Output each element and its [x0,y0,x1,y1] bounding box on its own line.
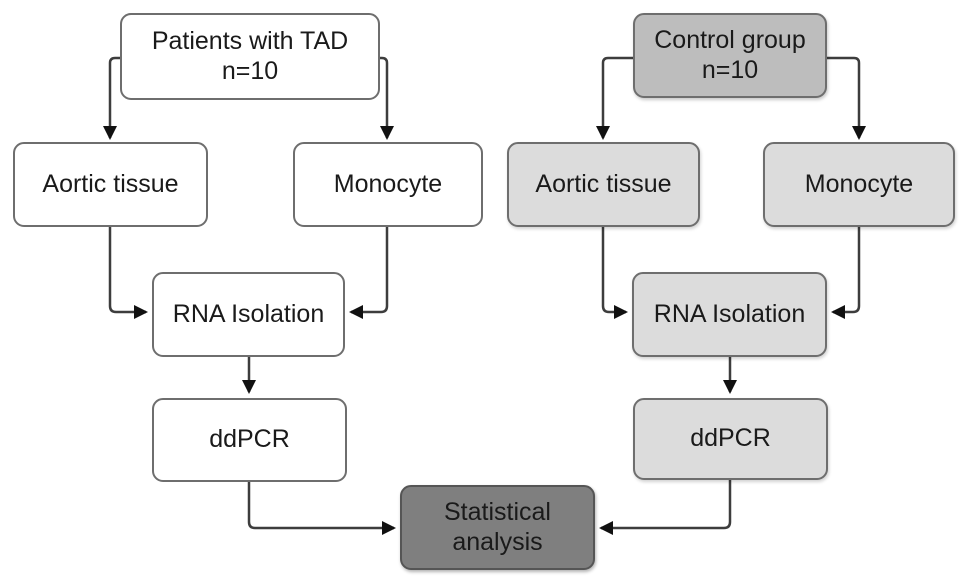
box-label: Monocyte [333,169,443,198]
box-monocyte-control: Monocyte [763,142,955,227]
arrow-ddpcr-to-stat-right [599,479,732,535]
box-label: ddPCR [209,425,290,454]
arrow-tad-to-aortic [103,56,124,140]
box-label: Statistical analysis [444,498,551,556]
arrow-aortic-to-rna-left [108,226,148,319]
box-label: Patients with TAD [151,27,349,55]
arrow-monocyte-to-rna-left [349,226,389,319]
box-rna-isolation-tad: RNA Isolation [152,272,345,357]
box-label: Aortic tissue [42,169,179,198]
box-label: ddPCR [690,424,771,453]
box-control-group: Control group n=10 [633,13,827,98]
box-statistical-analysis: Statistical analysis [400,485,595,570]
box-label: RNA Isolation [172,299,325,328]
arrow-control-to-monocyte [824,56,866,140]
arrow-aortic-to-rna-right [601,226,628,319]
box-label: Aortic tissue [535,169,672,198]
box-rna-isolation-control: RNA Isolation [632,272,827,357]
box-sublabel: n=10 [221,56,279,85]
arrow-ddpcr-to-stat-left [247,481,396,535]
box-sublabel: n=10 [701,55,759,84]
box-label: Control group [654,26,806,54]
box-monocyte-tad: Monocyte [293,142,483,227]
arrow-control-to-aortic [596,56,636,140]
arrow-monocyte-to-rna-right [831,226,861,319]
box-ddpcr-tad: ddPCR [152,398,347,482]
box-label: Monocyte [804,169,914,198]
box-patients-tad: Patients with TAD n=10 [120,13,380,100]
box-label: RNA Isolation [653,299,806,328]
box-aortic-tissue-tad: Aortic tissue [13,142,208,227]
arrow-tad-to-monocyte [376,56,394,140]
box-ddpcr-control: ddPCR [633,398,828,480]
box-aortic-tissue-control: Aortic tissue [507,142,700,227]
